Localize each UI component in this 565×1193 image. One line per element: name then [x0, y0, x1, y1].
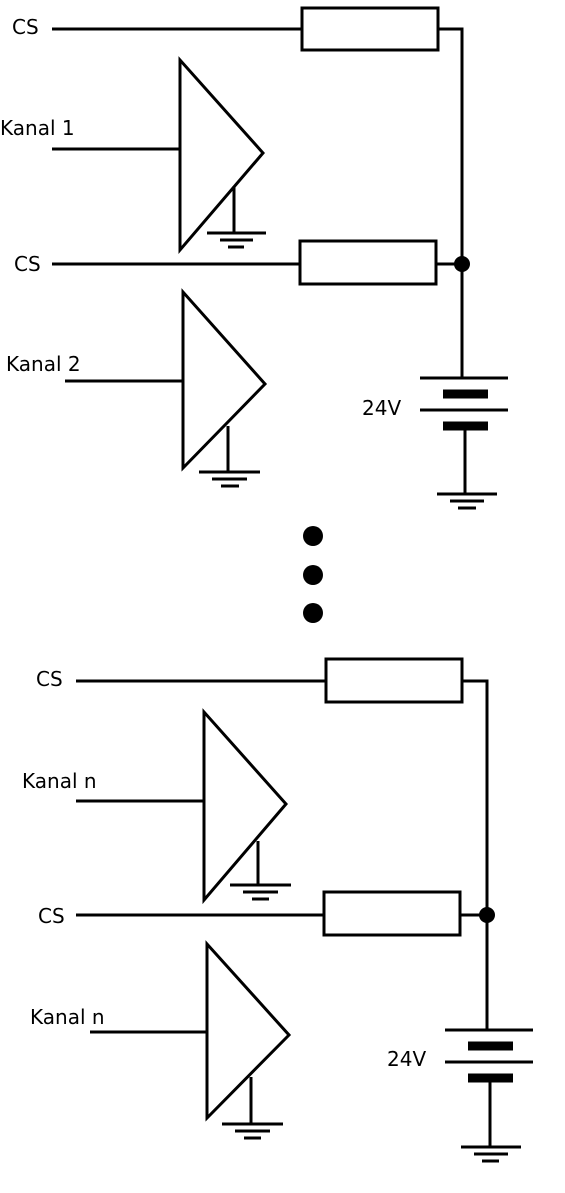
ellipsis-dots [303, 526, 323, 623]
circuit-group-2: CS Kanal n CS Kanal n [22, 657, 533, 1163]
ground-symbol [207, 231, 266, 249]
channel-label-2a: Kanal n [22, 769, 97, 793]
battery-24v-1 [420, 376, 508, 431]
resistor-1a [300, 6, 440, 52]
resistor-2a [324, 657, 464, 704]
ground-symbol [230, 883, 291, 901]
supply-label-1: 24V [362, 396, 401, 420]
ground-symbol [199, 470, 260, 488]
resistor-1b [298, 239, 438, 286]
cs-label-2a: CS [36, 667, 63, 691]
supply-label-2: 24V [387, 1047, 426, 1071]
amplifier-1 [178, 56, 265, 255]
cs-label-2b: CS [38, 904, 65, 928]
ground-symbol [461, 1145, 521, 1163]
channel-label-1a: Kanal 1 [0, 116, 75, 140]
battery-24v-2 [445, 1028, 533, 1083]
amplifier-4 [205, 940, 292, 1122]
cs-label-1b: CS [14, 252, 41, 276]
channel-label-2b: Kanal n [30, 1005, 105, 1029]
cs-label-1a: CS [12, 15, 39, 39]
resistor-2b [322, 890, 462, 937]
ground-symbol [222, 1122, 283, 1140]
amplifier-2 [181, 288, 268, 472]
bus-wire-1 [438, 27, 464, 264]
ground-symbol [437, 492, 497, 510]
channel-label-1b: Kanal 2 [6, 352, 81, 376]
bus-wire-2 [462, 679, 489, 915]
circuit-group-1: CS Kanal 1 CS Kanal 2 [0, 6, 508, 510]
amplifier-3 [202, 708, 288, 905]
